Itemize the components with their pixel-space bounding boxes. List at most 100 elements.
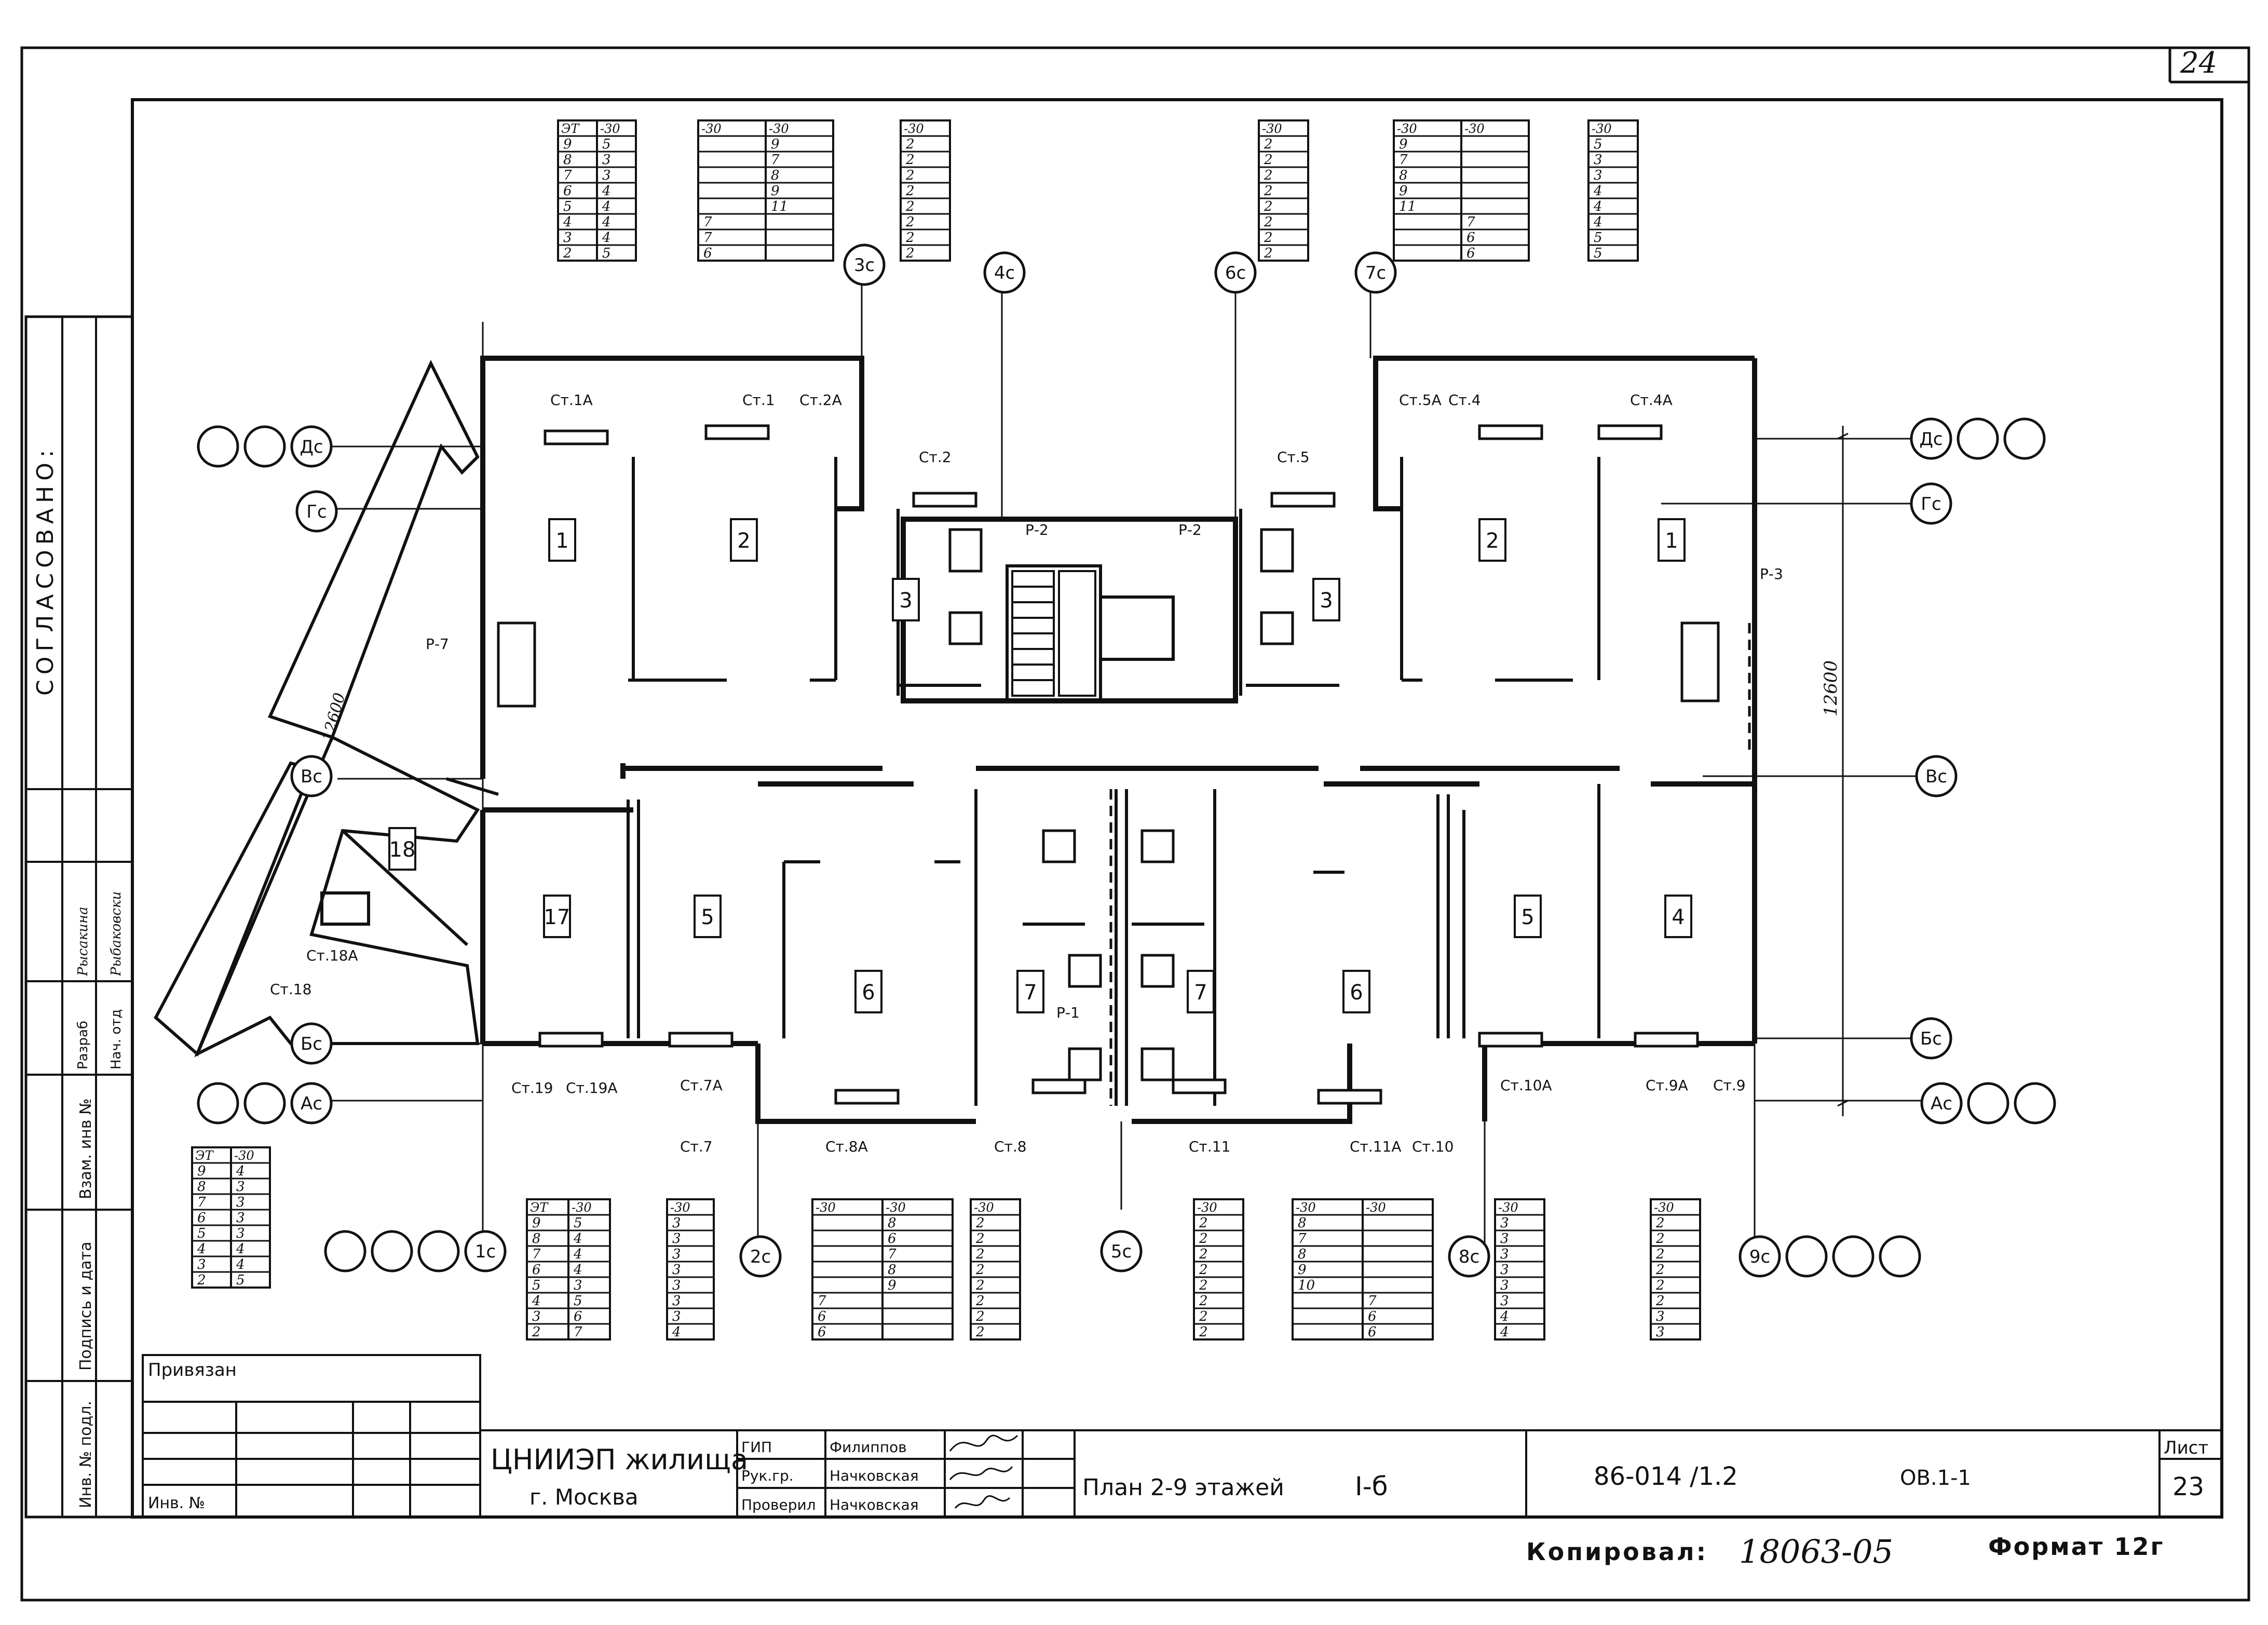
table-cell: 3 <box>1656 1324 1665 1340</box>
axis-8c: 8с <box>1459 1247 1479 1267</box>
table-header-cell: -30 <box>974 1200 994 1215</box>
axis-Ac-right: Ас <box>1931 1093 1952 1114</box>
signature-3 <box>954 1495 1011 1509</box>
table-cell: 4 <box>573 1262 582 1278</box>
table-cell: 8 <box>563 152 572 168</box>
riser-st7: Ст.7 <box>680 1138 713 1155</box>
role-1-name: Филиппов <box>830 1439 907 1456</box>
riser-st10: Ст.10 <box>1412 1138 1454 1155</box>
drawing-title: План 2-9 этажей <box>1082 1474 1284 1501</box>
format-label: Формат 12г <box>1988 1533 2165 1561</box>
riser-st11a: Ст.11А <box>1350 1138 1402 1155</box>
riser-st1: Ст.1 <box>742 391 775 409</box>
table-cell: 4 <box>602 214 611 230</box>
table-cell: 8 <box>888 1262 897 1278</box>
table-cell: 7 <box>1399 152 1408 168</box>
table-cell: 2 <box>1264 168 1273 183</box>
table-cell: 2 <box>905 230 915 246</box>
outer-border <box>20 46 2250 1602</box>
table-cell: 4 <box>1500 1324 1509 1340</box>
table-cell: 2 <box>1264 214 1273 230</box>
table-cell: 5 <box>574 1215 582 1231</box>
table-cell: 3 <box>672 1247 681 1262</box>
table-cell: 2 <box>197 1272 206 1288</box>
role-2: Рук.гр. <box>741 1467 794 1484</box>
table-cell: 9 <box>1399 137 1408 152</box>
riser-st18a: Ст.18А <box>306 947 358 964</box>
table-cell: 2 <box>1264 183 1273 199</box>
table-header-cell: ЭТ <box>195 1148 214 1163</box>
table-header-cell: -30 <box>600 121 620 136</box>
building-walls <box>480 356 1757 1124</box>
riser-st5: Ст.5 <box>1277 449 1310 466</box>
table-cell: 3 <box>1500 1247 1509 1262</box>
side-label-replace: Взам. инв № <box>77 1099 95 1199</box>
table-cell: 2 <box>1655 1215 1665 1231</box>
axis-5c: 5с <box>1111 1241 1132 1262</box>
table-cell: 2 <box>1655 1278 1665 1293</box>
org-name: ЦНИИЭП жилища <box>491 1443 748 1476</box>
table-cell: 7 <box>818 1293 826 1309</box>
table-cell: 3 <box>602 168 611 183</box>
table-cell: 6 <box>818 1324 826 1340</box>
side-label-sign: Подпись и дата <box>77 1242 95 1371</box>
table-cell: 3 <box>236 1195 245 1210</box>
table-cell: 6 <box>1368 1309 1377 1324</box>
table-cell: 6 <box>532 1262 541 1278</box>
page-number: 24 <box>2180 46 2217 80</box>
table-cell: 2 <box>905 214 915 230</box>
table-cell: 4 <box>672 1324 681 1340</box>
main-r7: Р-7 <box>426 635 449 653</box>
table-cell: 2 <box>1264 230 1273 246</box>
room-5-left: 5 <box>701 905 714 929</box>
table-cell: 2 <box>905 246 915 261</box>
table-cell: 8 <box>888 1215 897 1231</box>
room-1-right: 1 <box>1665 529 1678 553</box>
table-cell: 4 <box>236 1257 245 1272</box>
table-cell: 5 <box>574 1293 582 1309</box>
table-cell: 3 <box>236 1179 245 1195</box>
table-header-cell: -30 <box>1592 121 1612 136</box>
table-cell: 2 <box>975 1215 985 1231</box>
list-number: 23 <box>2172 1472 2204 1501</box>
table-header-cell: ЭТ <box>530 1200 549 1215</box>
table-header-cell: -30 <box>1464 121 1485 136</box>
table-cell: 3 <box>1500 1293 1509 1309</box>
table-cell: 3 <box>197 1257 206 1272</box>
table-cell: 2 <box>905 183 915 199</box>
riser-st18: Ст.18 <box>270 981 311 998</box>
table-cell: 3 <box>672 1231 681 1247</box>
table-cell: 5 <box>532 1278 541 1293</box>
table-cell: 3 <box>672 1309 681 1324</box>
table-cell: 4 <box>1500 1309 1509 1324</box>
table-cell: 4 <box>532 1293 541 1309</box>
table-cell: 2 <box>1199 1231 1208 1247</box>
table-header-cell: ЭТ <box>561 121 580 136</box>
sanitary-units <box>497 528 1751 1106</box>
room-1-left: 1 <box>555 529 568 553</box>
table-cell: 2 <box>1199 1278 1208 1293</box>
table-cell: 6 <box>888 1231 897 1247</box>
radiator-units <box>538 424 1699 1105</box>
table-cell: 11 <box>1399 199 1416 214</box>
riser-st9a: Ст.9А <box>1646 1077 1688 1094</box>
table-cell: 8 <box>771 168 780 183</box>
signature-1 <box>949 1434 1018 1452</box>
table-cell: 3 <box>1656 1309 1665 1324</box>
table-cell: 7 <box>197 1195 206 1210</box>
inv-label: Инв. № <box>148 1494 205 1512</box>
table-cell: 2 <box>1655 1231 1665 1247</box>
table-header-cell: -30 <box>769 121 789 136</box>
table-cell: 8 <box>1298 1247 1307 1262</box>
list-label: Лист <box>2164 1438 2208 1458</box>
axis-3c: 3с <box>854 255 875 276</box>
table-cell: 4 <box>1593 214 1602 230</box>
table-cell: 6 <box>574 1309 582 1324</box>
axis-Gc-right: Гс <box>1921 494 1941 514</box>
axis-Bc-left: Бс <box>301 1034 322 1054</box>
table-cell: 3 <box>532 1309 541 1324</box>
table-cell: 2 <box>1655 1247 1665 1262</box>
